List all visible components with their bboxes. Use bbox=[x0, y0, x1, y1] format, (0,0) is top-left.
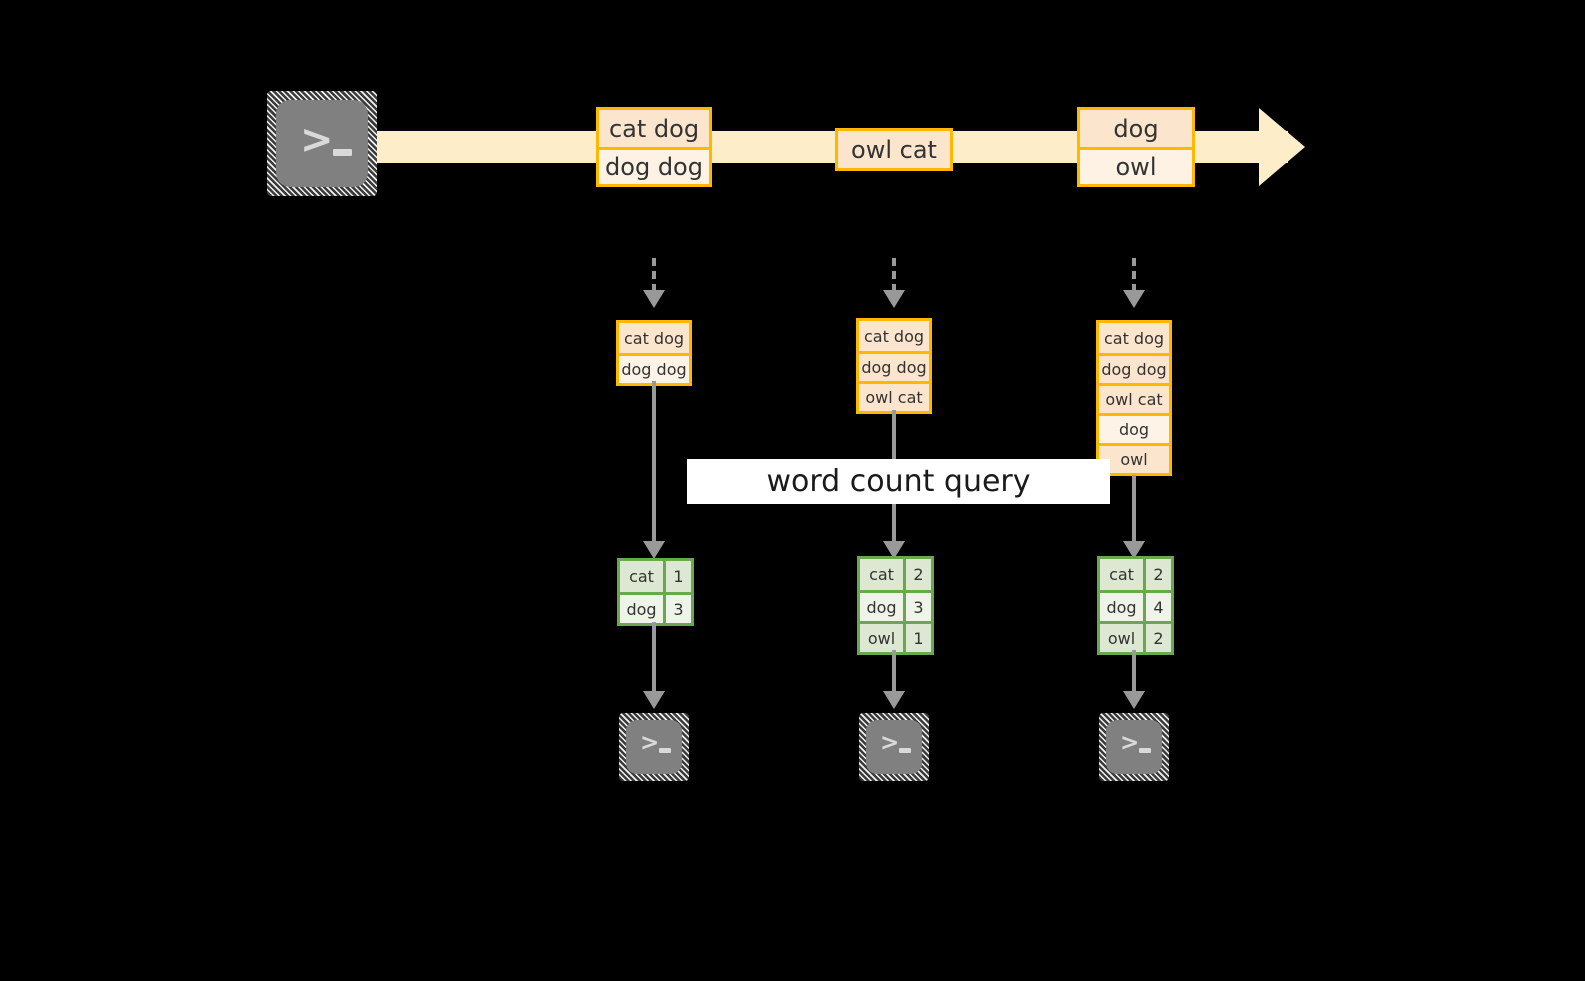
snapshot-3-line-3: owl cat bbox=[1099, 383, 1169, 413]
snapshot-3-line-1: cat dog bbox=[1099, 323, 1169, 353]
result-table-3[interactable]: cat 2 dog 4 owl 2 bbox=[1097, 556, 1174, 655]
snapshot-1-line-1: cat dog bbox=[619, 323, 689, 353]
query-connector-1-head bbox=[643, 541, 665, 559]
sink-terminal-3[interactable]: > bbox=[1099, 713, 1169, 781]
result-2-word-3: owl bbox=[860, 624, 903, 652]
terminal-cursor-icon bbox=[1139, 748, 1151, 753]
stream-event-1-line-2: dog dog bbox=[599, 147, 709, 184]
result-table-1[interactable]: cat 1 dog 3 bbox=[617, 558, 694, 626]
dashed-connector-3-head bbox=[1123, 290, 1145, 308]
query-connector-3 bbox=[1132, 475, 1136, 544]
result-2-count-2: 3 bbox=[903, 593, 931, 621]
terminal-cursor-icon bbox=[333, 149, 352, 156]
sink-terminal-2[interactable]: > bbox=[859, 713, 929, 781]
query-label: word count query bbox=[687, 459, 1110, 504]
stream-event-1[interactable]: cat dog dog dog bbox=[596, 107, 712, 187]
dashed-connector-1-head bbox=[643, 290, 665, 308]
dashed-connector-3 bbox=[1132, 258, 1136, 292]
result-2-count-3: 1 bbox=[903, 624, 931, 652]
terminal-screen: > bbox=[866, 720, 922, 774]
table-row: owl 1 bbox=[860, 621, 931, 652]
result-3-count-1: 2 bbox=[1143, 559, 1171, 590]
terminal-screen: > bbox=[626, 720, 682, 774]
source-terminal[interactable]: > bbox=[267, 91, 377, 196]
stream-event-3-line-2: owl bbox=[1080, 147, 1192, 184]
stream-event-3-line-1: dog bbox=[1080, 110, 1192, 147]
terminal-screen: > bbox=[1106, 720, 1162, 774]
snapshot-3-line-5: owl bbox=[1099, 443, 1169, 473]
snapshot-2-line-2: dog dog bbox=[859, 351, 929, 381]
snapshot-3-line-2: dog dog bbox=[1099, 353, 1169, 383]
result-1-word-2: dog bbox=[620, 595, 663, 623]
terminal-prompt-icon: > bbox=[1120, 730, 1140, 756]
result-3-count-2: 4 bbox=[1143, 593, 1171, 621]
result-3-word-3: owl bbox=[1100, 624, 1143, 652]
sink-connector-2-head bbox=[883, 691, 905, 709]
result-1-count-2: 3 bbox=[663, 595, 691, 623]
result-table-2[interactable]: cat 2 dog 3 owl 1 bbox=[857, 556, 934, 655]
sink-terminal-1[interactable]: > bbox=[619, 713, 689, 781]
result-3-word-1: cat bbox=[1100, 559, 1143, 590]
table-row: dog 4 bbox=[1100, 590, 1171, 621]
terminal-prompt-icon: > bbox=[880, 730, 900, 756]
snapshot-3-line-4: dog bbox=[1099, 413, 1169, 443]
terminal-cursor-icon bbox=[899, 748, 911, 753]
stream-event-2[interactable]: owl cat bbox=[835, 128, 953, 171]
table-row: cat 2 bbox=[1100, 559, 1171, 590]
sink-connector-3 bbox=[1132, 650, 1136, 694]
result-3-word-2: dog bbox=[1100, 593, 1143, 621]
table-row: cat 1 bbox=[620, 561, 691, 592]
dashed-connector-2-head bbox=[883, 290, 905, 308]
stream-event-1-line-1: cat dog bbox=[599, 110, 709, 147]
result-1-word-1: cat bbox=[620, 561, 663, 592]
query-connector-3-head bbox=[1123, 541, 1145, 559]
result-2-word-1: cat bbox=[860, 559, 903, 590]
snapshot-2[interactable]: cat dog dog dog owl cat bbox=[856, 318, 932, 414]
table-row: cat 2 bbox=[860, 559, 931, 590]
result-1-count-1: 1 bbox=[663, 561, 691, 592]
dashed-connector-1 bbox=[652, 258, 656, 292]
snapshot-1-line-2: dog dog bbox=[619, 353, 689, 383]
stream-event-3[interactable]: dog owl bbox=[1077, 107, 1195, 187]
query-connector-2-head bbox=[883, 541, 905, 559]
result-2-count-1: 2 bbox=[903, 559, 931, 590]
sink-connector-1-head bbox=[643, 691, 665, 709]
terminal-prompt-icon: > bbox=[300, 117, 334, 163]
result-2-word-2: dog bbox=[860, 593, 903, 621]
table-row: dog 3 bbox=[620, 592, 691, 623]
snapshot-3[interactable]: cat dog dog dog owl cat dog owl bbox=[1096, 320, 1172, 476]
result-3-count-3: 2 bbox=[1143, 624, 1171, 652]
table-row: dog 3 bbox=[860, 590, 931, 621]
stream-event-2-line-1: owl cat bbox=[838, 131, 950, 168]
terminal-screen: > bbox=[276, 100, 368, 187]
table-row: owl 2 bbox=[1100, 621, 1171, 652]
dashed-connector-2 bbox=[892, 258, 896, 292]
terminal-cursor-icon bbox=[659, 748, 671, 753]
snapshot-2-line-3: owl cat bbox=[859, 381, 929, 411]
terminal-prompt-icon: > bbox=[640, 730, 660, 756]
sink-connector-1 bbox=[652, 622, 656, 694]
snapshot-1[interactable]: cat dog dog dog bbox=[616, 320, 692, 386]
snapshot-2-line-1: cat dog bbox=[859, 321, 929, 351]
stream-arrowhead bbox=[1259, 108, 1305, 186]
sink-connector-2 bbox=[892, 650, 896, 694]
sink-connector-3-head bbox=[1123, 691, 1145, 709]
query-connector-1 bbox=[652, 381, 656, 544]
